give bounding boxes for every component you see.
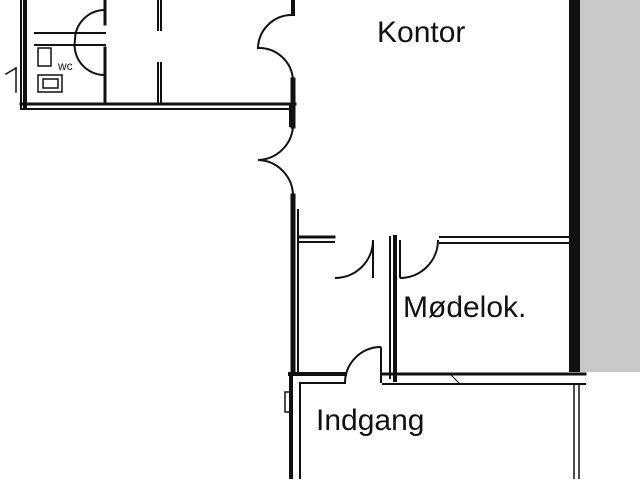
door-arc-kontor-mid — [257, 125, 294, 197]
wall-stub-left — [4, 66, 18, 76]
door-arc-indgang — [344, 346, 382, 384]
sink-inner-icon — [42, 78, 59, 89]
room-label-indgang: Indgang — [316, 404, 424, 437]
sink-icon — [37, 74, 63, 93]
walls — [4, 0, 587, 481]
door-leaves — [372, 240, 401, 383]
wc-fixtures — [37, 47, 63, 93]
toilet-icon — [37, 47, 52, 67]
right-shaded-area — [580, 0, 640, 372]
window-meeting — [449, 373, 461, 385]
door-arc-meeting — [399, 239, 439, 279]
door-arc-corridor — [334, 239, 374, 279]
door-arc-wc-top — [74, 9, 106, 41]
wc-label: wc — [57, 59, 73, 73]
indgang-door-frame — [284, 391, 292, 413]
room-label-kontor: Kontor — [377, 16, 465, 49]
room-label-modelok: Mødelok. — [403, 291, 526, 324]
door-swings — [73, 9, 439, 384]
door-arc-kontor-top — [256, 13, 294, 81]
door-arc-wc-bottom — [73, 39, 106, 77]
right-exterior-wall — [569, 0, 580, 372]
